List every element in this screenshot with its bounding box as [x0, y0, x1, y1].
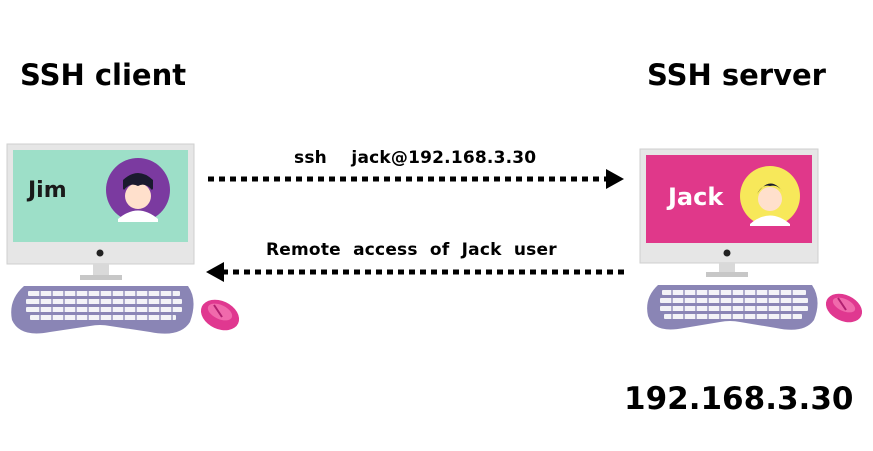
server-keyboard	[647, 285, 818, 330]
client-heading: SSH client	[20, 58, 187, 92]
server-heading: SSH server	[647, 58, 826, 92]
request-label: ssh jack@192.168.3.30	[294, 148, 537, 168]
client-computer	[6, 143, 240, 334]
server-mouse	[825, 293, 863, 323]
server-monitor	[639, 148, 819, 277]
response-label: Remote access of Jack user	[266, 240, 557, 260]
server-power-button	[723, 249, 731, 257]
request-arrow	[208, 169, 624, 189]
client-avatar	[106, 158, 170, 222]
server-avatar	[740, 166, 800, 226]
client-mouse	[200, 299, 240, 331]
server-computer	[639, 148, 863, 330]
request-arrowhead	[606, 169, 624, 189]
client-monitor	[6, 143, 195, 280]
response-arrowhead	[206, 262, 224, 282]
client-keyboard	[11, 286, 194, 334]
response-arrow	[206, 262, 624, 282]
client-power-button	[96, 249, 104, 257]
server-ip-label: 192.168.3.30	[624, 381, 854, 417]
server-user-name: Jack	[668, 183, 724, 211]
client-user-name: Jim	[28, 178, 67, 203]
